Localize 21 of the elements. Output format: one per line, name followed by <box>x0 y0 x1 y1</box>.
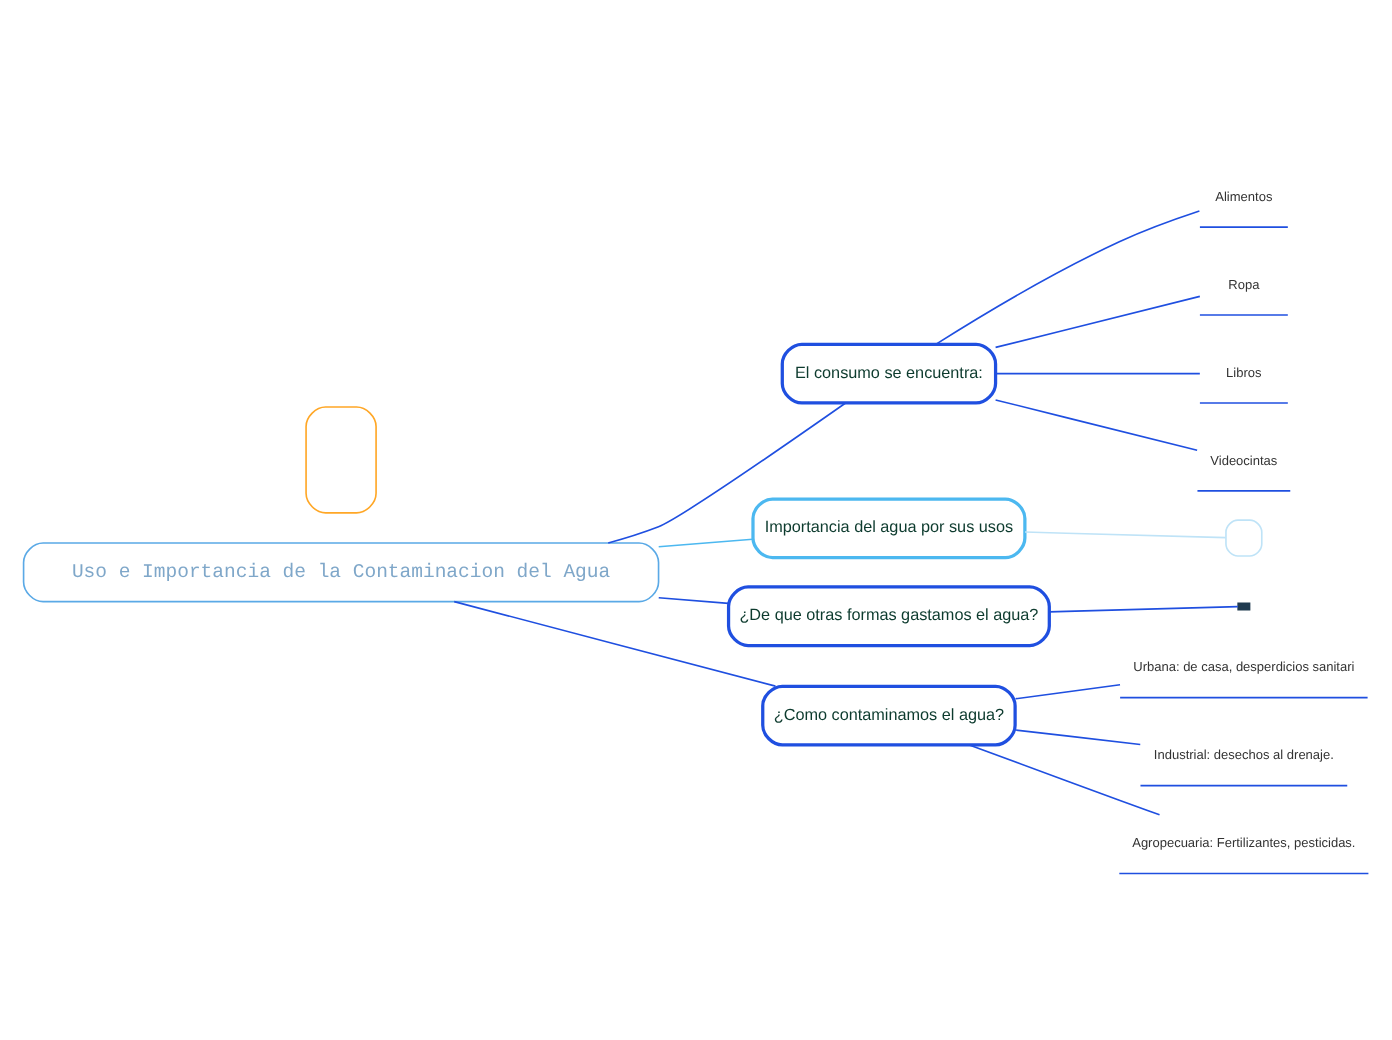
node-box: Uso e Importancia de la Contaminacion del Agua <box>22 541 660 602</box>
connector <box>1014 682 1121 699</box>
node-box <box>1225 518 1263 556</box>
connector <box>607 401 847 543</box>
node-box: ¿De que otras formas gastamos el agua? <box>726 584 1051 647</box>
node-box <box>305 405 377 513</box>
connector <box>994 371 1201 374</box>
node-box: ¿Como contaminamos el agua? <box>761 683 1017 746</box>
connector <box>994 398 1198 451</box>
connector <box>994 294 1201 348</box>
node-box: El consumo se encuentra: <box>780 341 998 404</box>
connector <box>657 537 754 547</box>
connector <box>1048 604 1239 612</box>
connector <box>1024 530 1227 538</box>
connector <box>1014 728 1142 745</box>
connector <box>657 596 730 604</box>
node-box: Importancia del agua por sus usos <box>751 496 1027 559</box>
node-box <box>1237 601 1251 610</box>
connector <box>935 209 1201 344</box>
connector <box>968 743 1161 815</box>
connector <box>453 599 777 686</box>
